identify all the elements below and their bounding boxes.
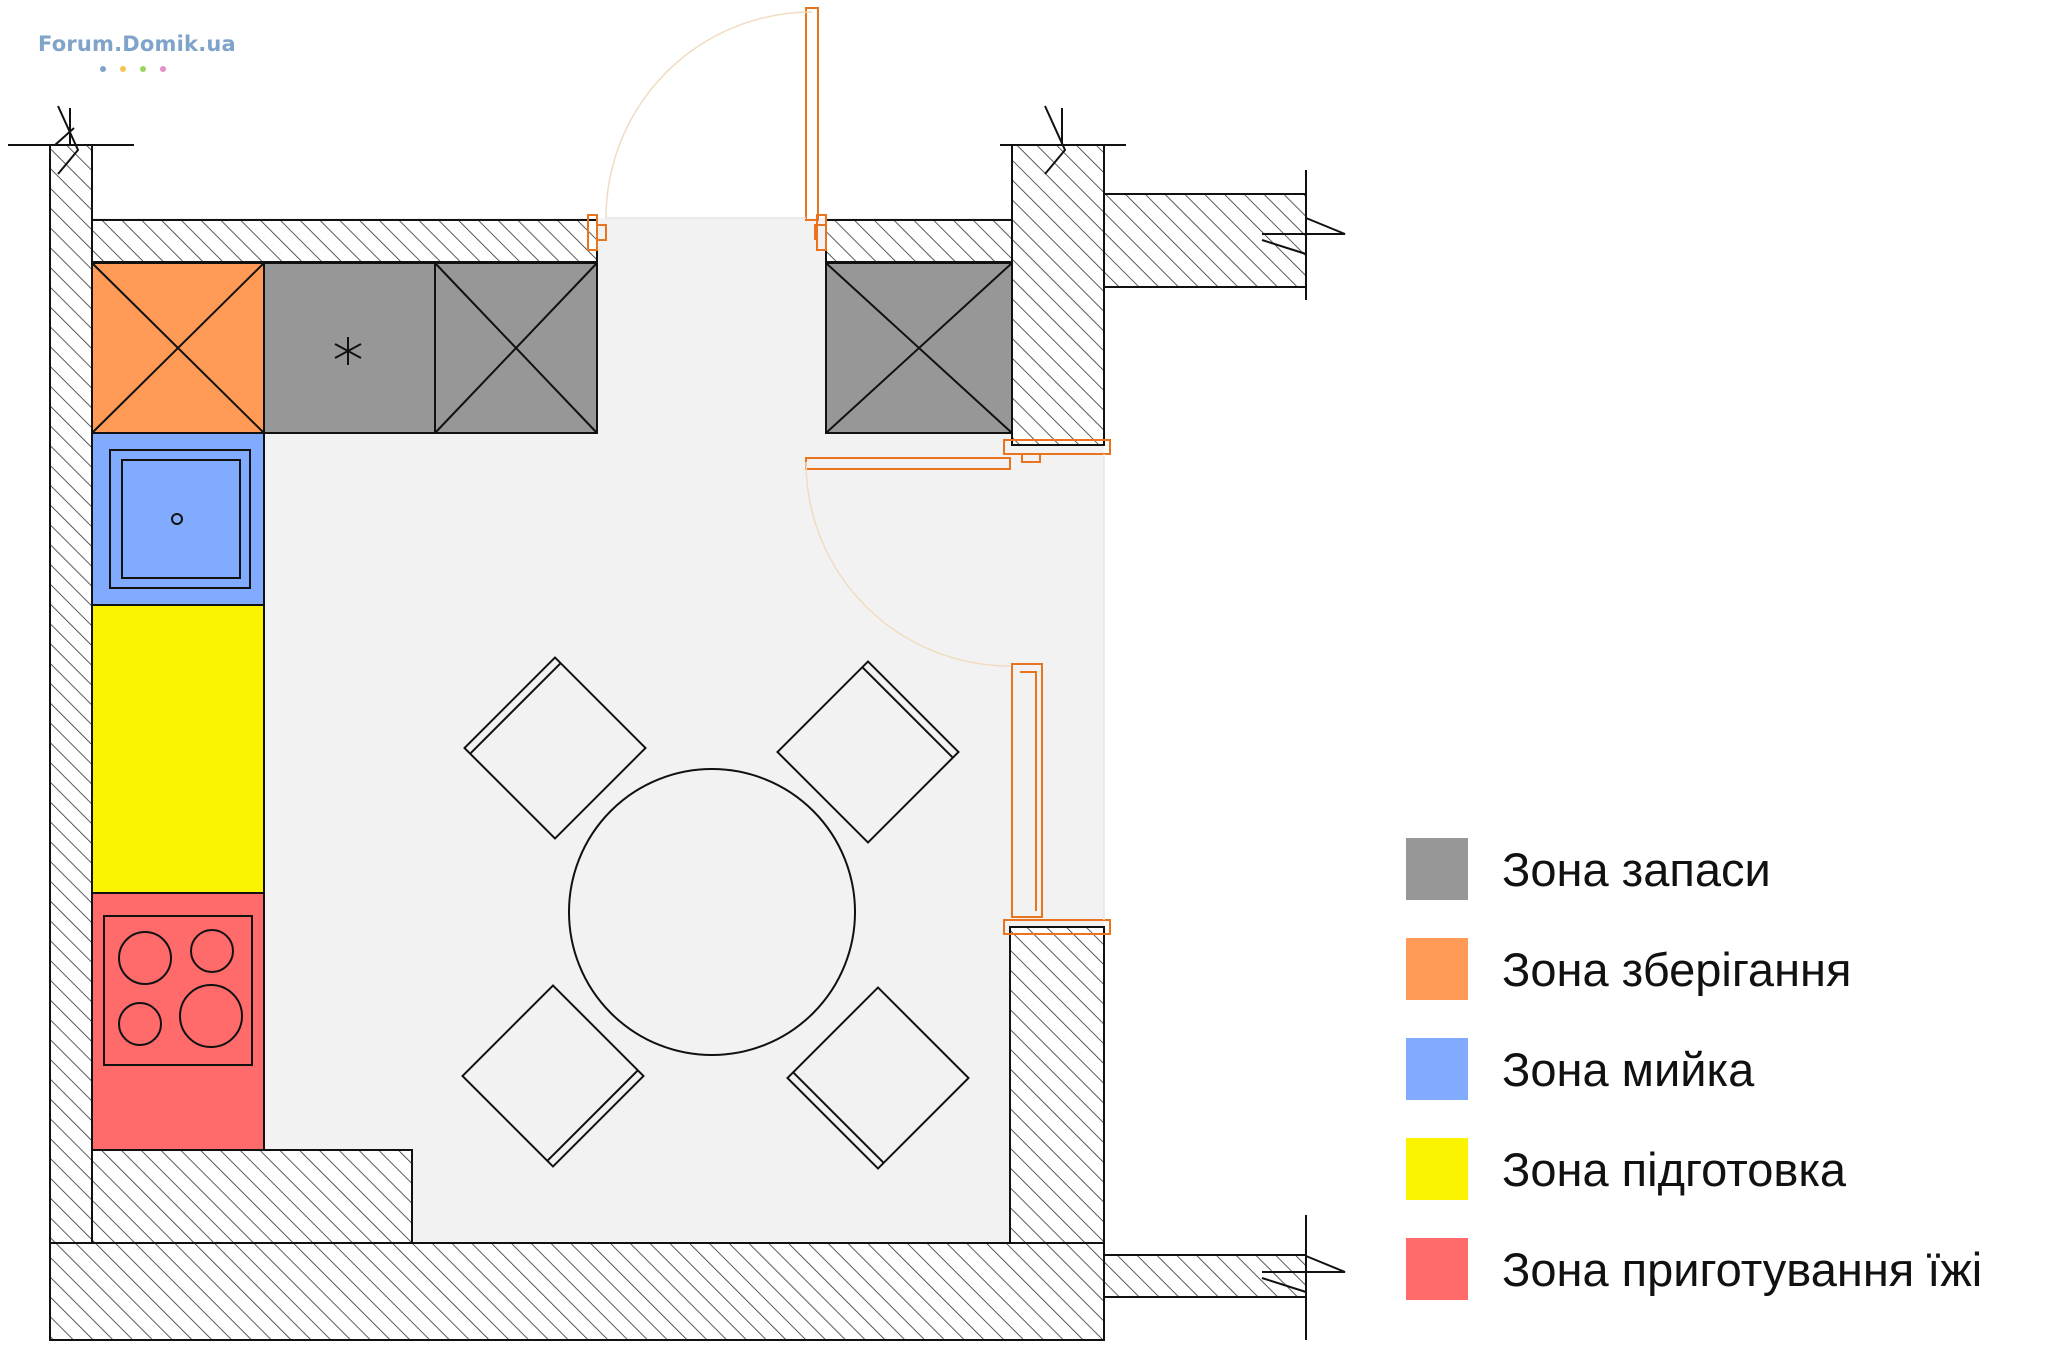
chair-top-right [776, 660, 960, 844]
prep-zone [91, 604, 265, 894]
cabinet-pantry-2 [825, 262, 1013, 434]
sink-zone [91, 432, 265, 606]
watermark-dot [140, 66, 146, 72]
wall-stub-bottom [1103, 1254, 1307, 1298]
chair-bottom-left [461, 984, 645, 1168]
chair-bottom-right [786, 986, 970, 1170]
door-swing-arcs [605, 11, 1105, 920]
wall-right-upper [1011, 144, 1105, 446]
drain-icon [171, 513, 183, 525]
watermark-dots [100, 59, 180, 77]
legend-swatch [1406, 1238, 1468, 1300]
window-right [1011, 663, 1043, 918]
stove-burner-icon [118, 929, 243, 1048]
legend-item-cooking: Зона приготування їжі [1406, 1238, 2046, 1300]
door-top-leaf [805, 7, 819, 221]
legend-label: Зона приготування їжі [1502, 1243, 1983, 1296]
legend-item-prep: Зона підготовка [1406, 1138, 2046, 1200]
wall-left [49, 144, 93, 1244]
wall-bottom [49, 1242, 1105, 1341]
break-markers [8, 105, 1346, 1340]
cabinet-storage [91, 262, 265, 434]
watermark-dot [100, 66, 106, 72]
wall-right-lower [1009, 926, 1105, 1244]
legend-label: Зона запаси [1502, 843, 1771, 896]
wall-top-left [91, 219, 598, 263]
legend-label: Зона зберігання [1502, 943, 1852, 996]
walls [49, 144, 1307, 1341]
legend-swatch [1406, 1038, 1468, 1100]
legend-swatch [1406, 1138, 1468, 1200]
wall-bottom-ledge [91, 1149, 413, 1244]
watermark-logo: Forum.Domik.ua [38, 32, 236, 56]
cooking-zone [91, 892, 265, 1151]
wall-top-right [825, 219, 1013, 263]
legend-label: Зона підготовка [1502, 1143, 1847, 1196]
dining-set [461, 656, 970, 1170]
cabinet-pantry-1 [434, 262, 598, 434]
chair-top-left [463, 656, 647, 840]
legend-label: Зона мийка [1502, 1043, 1755, 1096]
snowflake-icon [334, 337, 362, 365]
dining-table [568, 768, 856, 1056]
legend-swatch [1406, 938, 1468, 1000]
wall-stub-top [1103, 193, 1307, 288]
legend-item-sink: Зона мийка [1406, 1038, 2046, 1100]
legend-item-storage: Зона зберігання [1406, 938, 2046, 1000]
legend-item-stock: Зона запаси [1406, 838, 2046, 900]
watermark-dot [160, 66, 166, 72]
legend-swatch [1406, 838, 1468, 900]
watermark-dot [120, 66, 126, 72]
cabinet-pantry-fridge [263, 262, 436, 434]
